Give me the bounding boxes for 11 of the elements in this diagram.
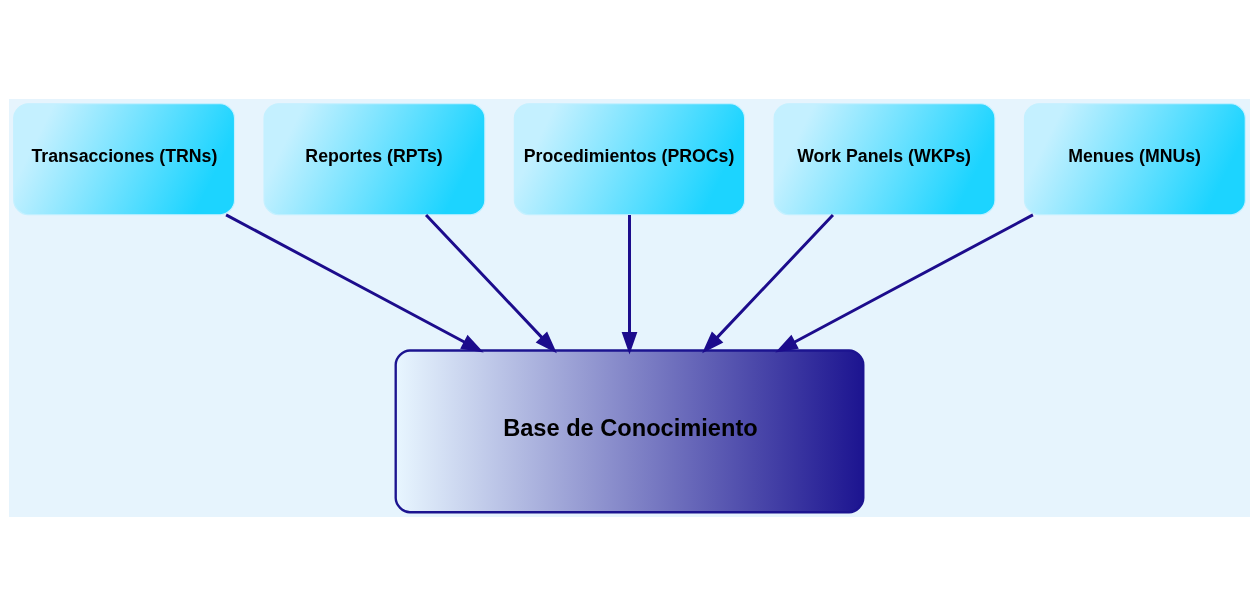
node-box: Reportes (RPTs) [263, 103, 486, 216]
arrow [621, 215, 638, 355]
arrow [775, 213, 1034, 353]
node-box: Work Panels (WKPs) [773, 103, 996, 216]
arrow [425, 214, 557, 354]
node-box: Procedimientos (PROCs) [513, 103, 746, 216]
arrow [225, 213, 484, 353]
node-box: Transacciones (TRNs) [13, 103, 236, 216]
node-box: Base de Conocimiento [394, 349, 865, 514]
arrow [702, 214, 834, 354]
node-box: Menues (MNUs) [1023, 103, 1246, 216]
